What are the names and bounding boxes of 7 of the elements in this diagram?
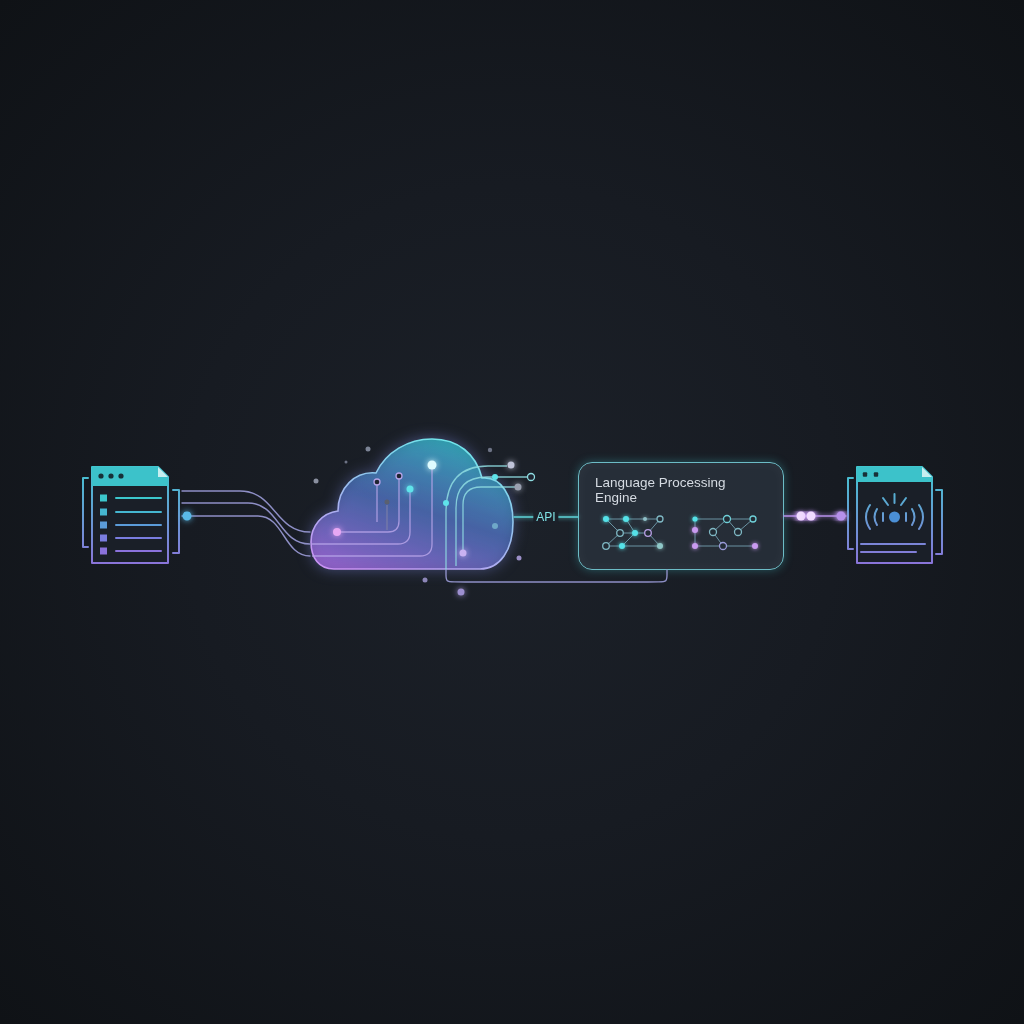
engine-panel — [578, 462, 784, 570]
list-document-icon — [80, 464, 182, 565]
connector-line — [181, 490, 311, 533]
connector-line — [181, 502, 311, 545]
edge-label: API — [533, 510, 559, 524]
signal-document-icon — [846, 465, 944, 565]
node-title: Language Processing Engine — [595, 475, 727, 505]
